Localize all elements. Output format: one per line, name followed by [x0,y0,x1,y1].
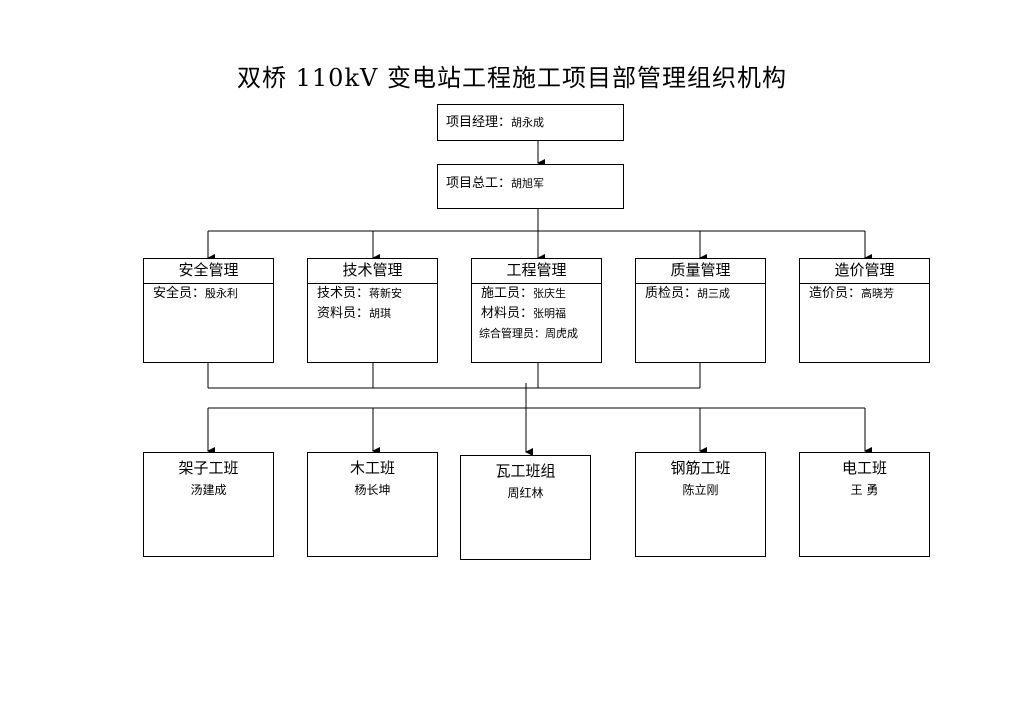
staff-role: 质检员： [645,286,698,301]
staff-name: 张庆生 [533,287,567,300]
staff-line: 技术员：蒋新安 [308,284,437,304]
chief-engineer-line: 项目总工：胡旭军 [438,165,623,203]
department-title: 质量管理 [636,259,765,284]
staff-name: 周虎成 [545,327,578,340]
staff-line: 资料员：胡琪 [308,304,437,324]
staff-name: 蒋新安 [369,287,403,300]
staff-name: 胡三成 [697,287,731,300]
team-name: 架子工班 [178,459,239,477]
staff-name: 高晓芳 [861,287,895,300]
team-rebar: 钢筋工班 陈立刚 [635,452,766,557]
department-cost: 造价管理 造价员：高晓芳 [799,258,930,363]
staff-name: 胡琪 [369,307,392,320]
staff-name: 张明福 [533,307,567,320]
manager-name: 胡永成 [511,116,545,129]
department-safety: 安全管理 安全员：殷永利 [143,258,274,363]
staff-role: 材料员： [481,306,534,321]
department-engineering: 工程管理 施工员：张庆生 材料员：张明福 综合管理员：周虎成 [471,258,602,363]
staff-role: 资料员： [317,306,370,321]
staff-name: 殷永利 [205,287,239,300]
department-tech: 技术管理 技术员：蒋新安 资料员：胡琪 [307,258,438,363]
staff-line: 造价员：高晓芳 [800,284,929,304]
manager-line: 项目经理：胡永成 [438,105,623,141]
team-leader: 周红林 [507,486,544,500]
team-scaffolding: 架子工班 汤建成 [143,452,274,557]
staff-line: 质检员：胡三成 [636,284,765,304]
staff-line: 施工员：张庆生 [472,284,601,304]
team-electrical: 电工班 王 勇 [799,452,930,557]
team-leader: 王 勇 [850,483,879,497]
staff-role: 安全员： [153,286,206,301]
staff-line: 综合管理员：周虎成 [472,324,601,344]
staff-role: 综合管理员： [479,327,545,340]
department-title: 工程管理 [472,259,601,284]
team-leader: 杨长坤 [354,483,391,497]
team-name: 电工班 [841,459,887,477]
department-quality: 质量管理 质检员：胡三成 [635,258,766,363]
team-masonry: 瓦工班组 周红林 [460,455,591,560]
staff-role: 技术员： [317,286,370,301]
chief-engineer-name: 胡旭军 [511,177,545,190]
staff-line: 材料员：张明福 [472,304,601,324]
team-name: 钢筋工班 [670,459,731,477]
team-leader: 汤建成 [190,483,227,497]
manager-role: 项目经理： [446,115,512,130]
team-name: 瓦工班组 [495,462,556,480]
staff-role: 造价员： [809,286,862,301]
chief-engineer-box: 项目总工：胡旭军 [437,164,624,209]
department-title: 造价管理 [800,259,929,284]
manager-box: 项目经理：胡永成 [437,104,624,141]
staff-role: 施工员： [481,286,534,301]
staff-line: 安全员：殷永利 [144,284,273,304]
department-title: 技术管理 [308,259,437,284]
team-name: 木工班 [349,459,395,477]
chart-title: 双桥 110kV 变电站工程施工项目部管理组织机构 [237,64,787,92]
department-title: 安全管理 [144,259,273,284]
team-leader: 陈立刚 [682,483,719,497]
team-carpentry: 木工班 杨长坤 [307,452,438,557]
chief-engineer-role: 项目总工： [446,176,512,191]
